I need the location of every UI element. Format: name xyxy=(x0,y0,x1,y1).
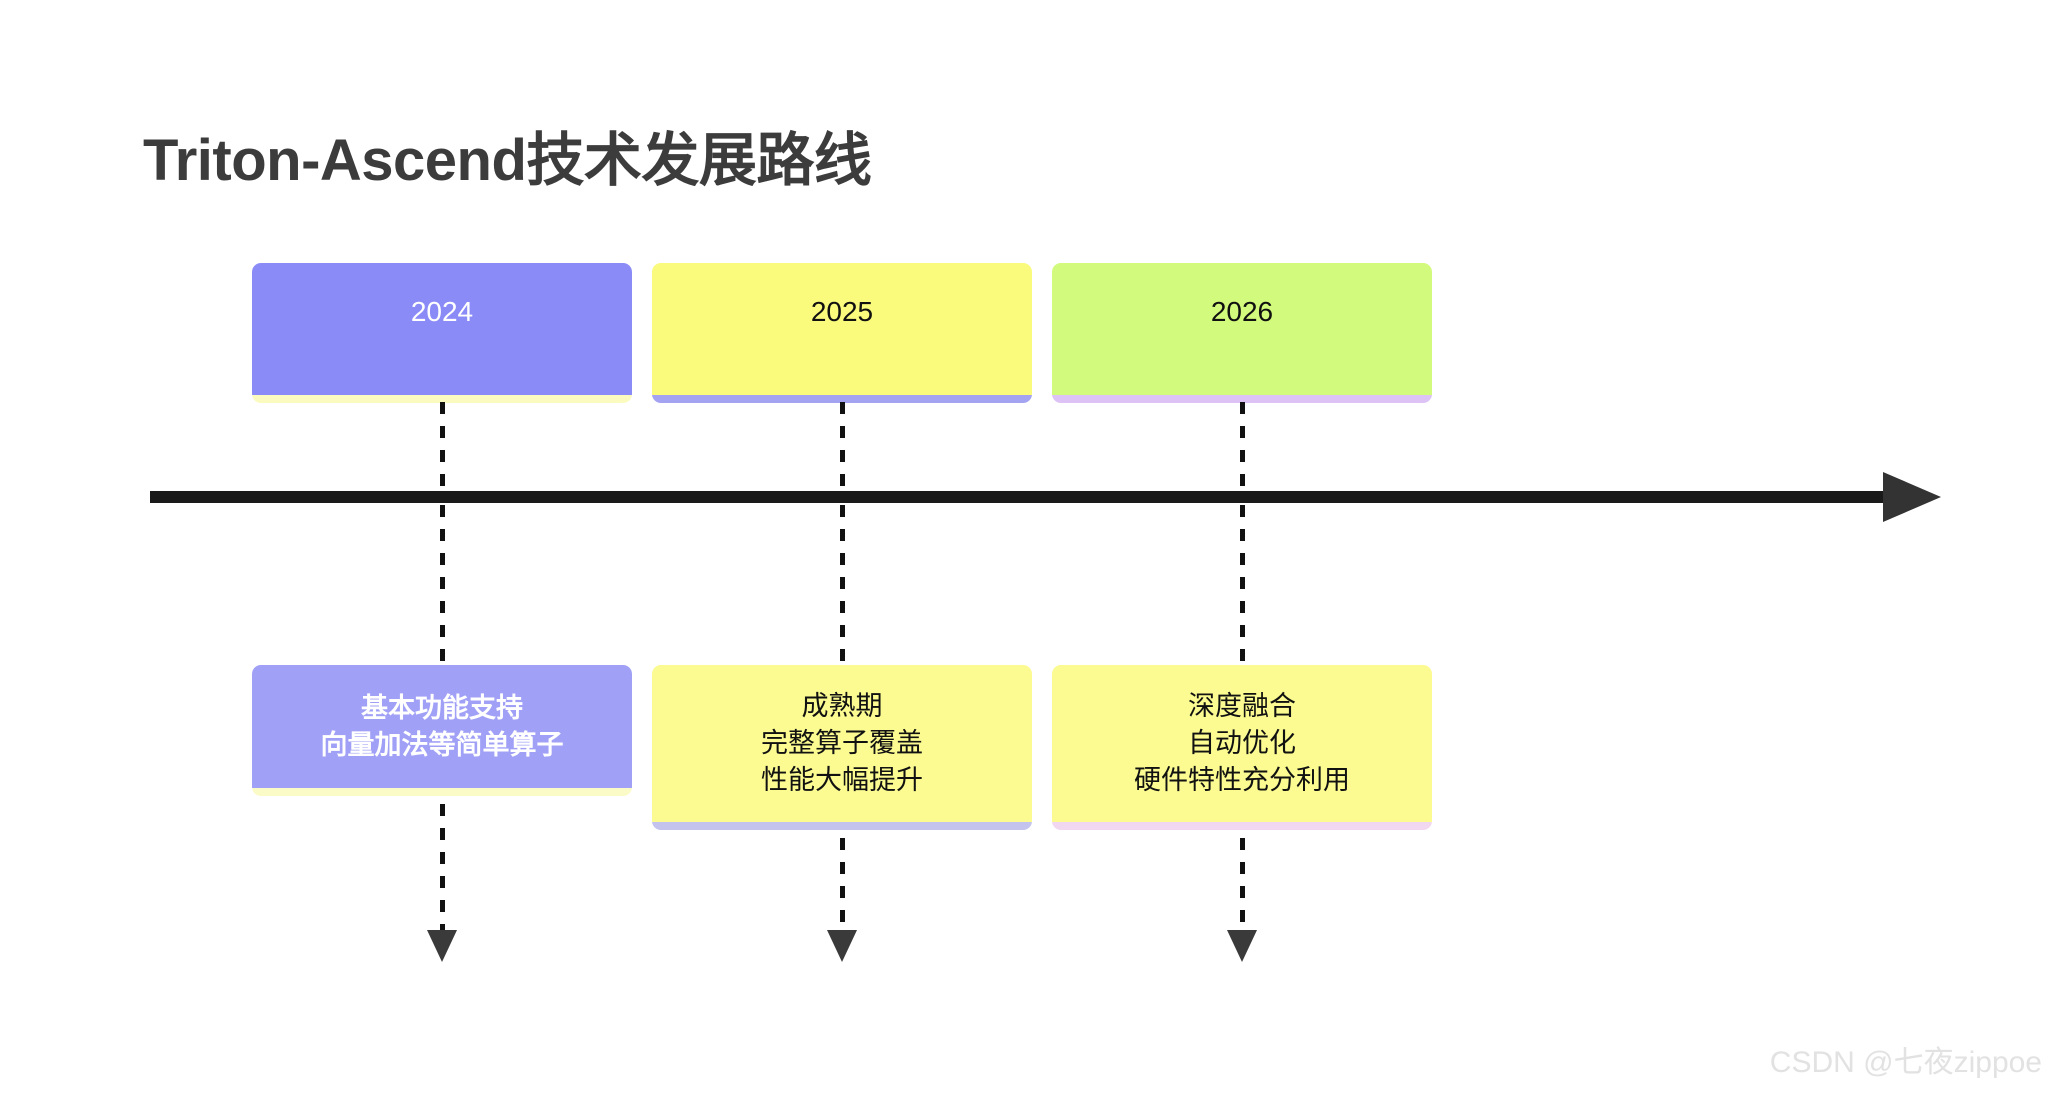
year-label: 2024 xyxy=(410,296,474,327)
connector-dashed-2025-upper xyxy=(840,402,845,494)
connector-dashed-2024-upper xyxy=(440,402,445,494)
connector-dashed-2025-lower xyxy=(840,838,845,934)
year-card-body: 2024 xyxy=(252,263,632,395)
connector-dashed-2026-lower xyxy=(1240,838,1245,934)
year-card-body: 2026 xyxy=(1052,263,1432,395)
arrow-down-icon-2025 xyxy=(827,930,857,962)
milestone-description-2026[interactable]: 深度融合 自动优化 硬件特性充分利用 xyxy=(1052,665,1432,830)
description-text: 成熟期 完整算子覆盖 性能大幅提升 xyxy=(761,691,923,795)
page-title: Triton-Ascend技术发展路线 xyxy=(143,128,872,193)
accent-strip xyxy=(652,395,1032,403)
year-label: 2025 xyxy=(810,296,874,327)
timeline-axis xyxy=(150,472,1941,522)
watermark: CSDN @七夜zippoe xyxy=(1769,1046,2042,1079)
connector-dashed-2026-mid xyxy=(1240,505,1245,663)
milestone-description-2024[interactable]: 基本功能支持 向量加法等简单算子 xyxy=(252,665,632,796)
accent-strip xyxy=(1052,395,1432,403)
arrow-down-icon-2026 xyxy=(1227,930,1257,962)
accent-strip xyxy=(1052,822,1432,830)
description-text: 基本功能支持 向量加法等简单算子 xyxy=(320,692,564,760)
connector-dashed-2025-mid xyxy=(840,505,845,663)
year-label: 2026 xyxy=(1210,296,1274,327)
connector-dashed-2026-upper xyxy=(1240,402,1245,494)
connector-dashed-2024-lower xyxy=(440,804,445,934)
accent-strip xyxy=(252,788,632,796)
description-body: 成熟期 完整算子覆盖 性能大幅提升 xyxy=(652,665,1032,822)
arrow-down-icon-2024 xyxy=(427,930,457,962)
description-body: 基本功能支持 向量加法等简单算子 xyxy=(252,665,632,788)
year-card-2025[interactable]: 2025 xyxy=(652,263,1032,403)
accent-strip xyxy=(252,395,632,403)
accent-strip xyxy=(652,822,1032,830)
description-text: 深度融合 自动优化 硬件特性充分利用 xyxy=(1134,691,1350,795)
description-body: 深度融合 自动优化 硬件特性充分利用 xyxy=(1052,665,1432,822)
year-card-2026[interactable]: 2026 xyxy=(1052,263,1432,403)
year-card-2024[interactable]: 2024 xyxy=(252,263,632,403)
milestone-description-2025[interactable]: 成熟期 完整算子覆盖 性能大幅提升 xyxy=(652,665,1032,830)
arrow-right-icon xyxy=(1883,472,1941,522)
year-card-body: 2025 xyxy=(652,263,1032,395)
connector-dashed-2024-mid xyxy=(440,505,445,663)
timeline-line xyxy=(150,491,1895,503)
